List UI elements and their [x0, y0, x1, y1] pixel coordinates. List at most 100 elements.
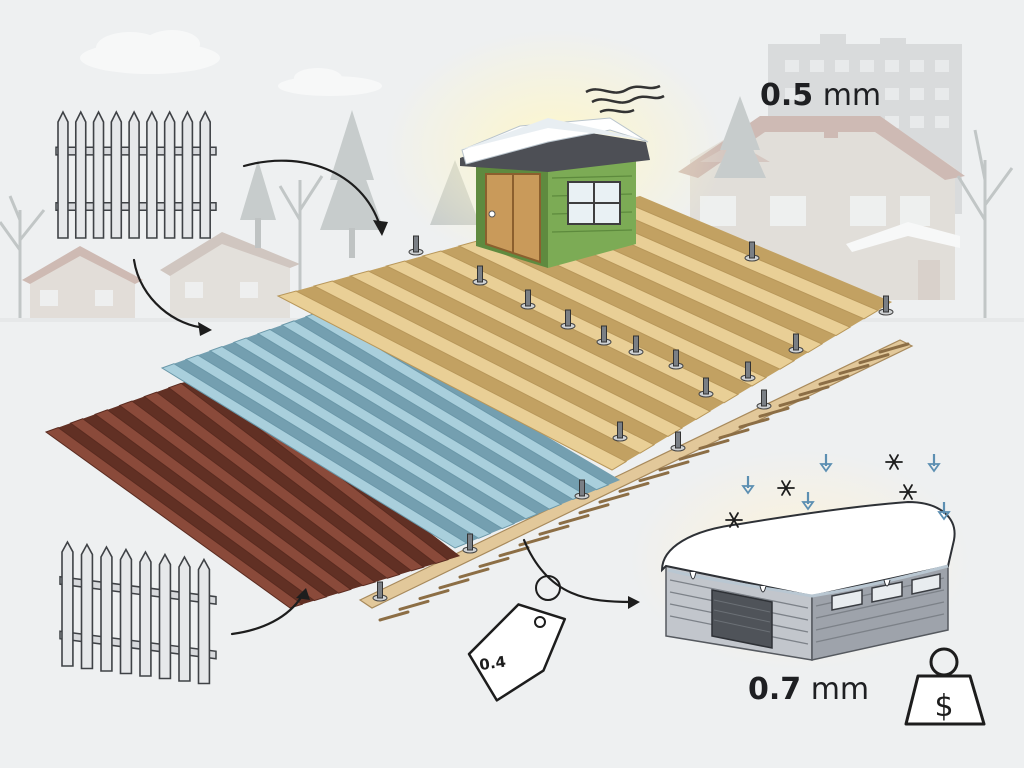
brown-sheet-rib	[156, 387, 412, 575]
wooden-battens	[358, 339, 914, 622]
arrow-fence-bottom-to-brown	[230, 594, 304, 636]
batten-slat	[378, 610, 410, 622]
screw	[525, 289, 531, 307]
batten-slat	[858, 353, 890, 365]
batten-slat	[478, 556, 510, 568]
screw	[413, 235, 419, 253]
arrow-fence-top-to-blue	[132, 258, 208, 330]
batten-slat	[798, 385, 830, 397]
batten-slat	[678, 449, 710, 461]
brown-sheet-rib	[82, 414, 339, 597]
fence-picket	[100, 545, 113, 672]
fence-picket	[197, 557, 211, 685]
blue-sheet-rib	[294, 316, 597, 495]
thickness-thick-value: 0.7	[748, 672, 802, 707]
tan-sheet-rib	[621, 196, 892, 311]
garage-door	[711, 589, 773, 649]
screw	[673, 349, 679, 367]
arrow-fence-top-to-tan	[242, 159, 382, 228]
batten-slat	[638, 471, 670, 483]
blue-sheet-rib	[246, 333, 550, 514]
tan-sheet-rib	[296, 286, 640, 462]
screw	[633, 335, 639, 353]
snowflake-spoke	[729, 512, 739, 528]
fence-picket	[139, 550, 152, 677]
screw	[793, 333, 799, 351]
fence-picket	[163, 110, 176, 239]
batten-slat	[418, 589, 450, 601]
dollar-icon: $	[934, 689, 953, 724]
batten-slat	[838, 363, 870, 375]
screw	[601, 325, 607, 343]
screw	[565, 309, 571, 327]
roof-screws	[372, 235, 894, 602]
fence-picket	[80, 542, 94, 670]
batten-slat	[398, 599, 430, 611]
batten-slat	[458, 567, 490, 579]
snowflake-icon	[899, 484, 917, 500]
batten-slat	[778, 396, 810, 408]
down-arrow-icon	[819, 463, 833, 473]
cloud-left	[80, 30, 220, 74]
brown-sheet-rib	[132, 396, 388, 582]
thickness-thin-unit: mm	[822, 78, 882, 113]
thickness-label-thin: 0.5 mm	[760, 78, 881, 113]
tan-sheet-rib	[513, 226, 808, 361]
screw	[477, 265, 483, 283]
snowflake-icon	[725, 512, 743, 528]
screw	[467, 533, 473, 551]
garage	[660, 500, 956, 661]
batten-slat	[698, 438, 730, 450]
fence-picket	[158, 552, 172, 680]
price-tag-label: 0.4	[478, 653, 507, 675]
tan-sheet-rib	[332, 276, 668, 445]
batten-slat	[758, 406, 790, 418]
batten-slat	[498, 546, 530, 558]
tan-sheet-rib	[477, 236, 780, 378]
screw	[377, 581, 383, 599]
brown-sheet-rib	[107, 405, 363, 590]
screw	[703, 377, 709, 395]
batten-slat	[438, 578, 470, 590]
arrow-sheet-to-garage	[522, 538, 634, 604]
fence-picket	[110, 110, 123, 239]
batten-slat	[818, 374, 850, 386]
house-middle	[160, 232, 300, 318]
screw	[675, 431, 681, 449]
down-arrow-icon	[937, 511, 951, 521]
snowflake-icon	[777, 480, 795, 496]
screw	[579, 479, 585, 497]
brown-sheet-rib	[181, 378, 436, 568]
fence-bottom-left	[59, 540, 217, 685]
snowflake-spoke	[889, 454, 899, 470]
bare-trees	[0, 129, 1014, 320]
batten-slat	[538, 524, 570, 536]
screw	[745, 361, 751, 379]
thickness-thin-value: 0.5	[760, 78, 814, 113]
thickness-thick-unit: mm	[810, 672, 870, 707]
screw	[883, 295, 889, 313]
batten-slat	[738, 417, 770, 429]
fence-picket	[92, 110, 105, 239]
fence-picket	[146, 110, 158, 239]
down-arrow-icon	[927, 463, 941, 473]
arrow-heads	[198, 220, 640, 609]
batten-slat	[878, 342, 910, 354]
blue-roof-sheet	[160, 308, 620, 549]
fence-top-left	[55, 110, 217, 239]
batten-slat	[658, 460, 690, 472]
thickness-label-thick: 0.7 mm	[748, 672, 869, 707]
weight-cost-icon: $	[904, 647, 986, 726]
tan-sheet-rib	[368, 266, 696, 428]
blue-sheet-rib	[174, 359, 479, 544]
brown-sheet-rib	[58, 423, 315, 605]
screw	[749, 241, 755, 259]
garden-shed	[460, 84, 665, 268]
batten-slat	[618, 481, 650, 493]
brown-roof-sheet	[44, 370, 460, 609]
tan-sheet-rib	[404, 256, 724, 412]
blue-sheet-rib	[222, 342, 526, 524]
flow-arrows	[132, 159, 634, 636]
